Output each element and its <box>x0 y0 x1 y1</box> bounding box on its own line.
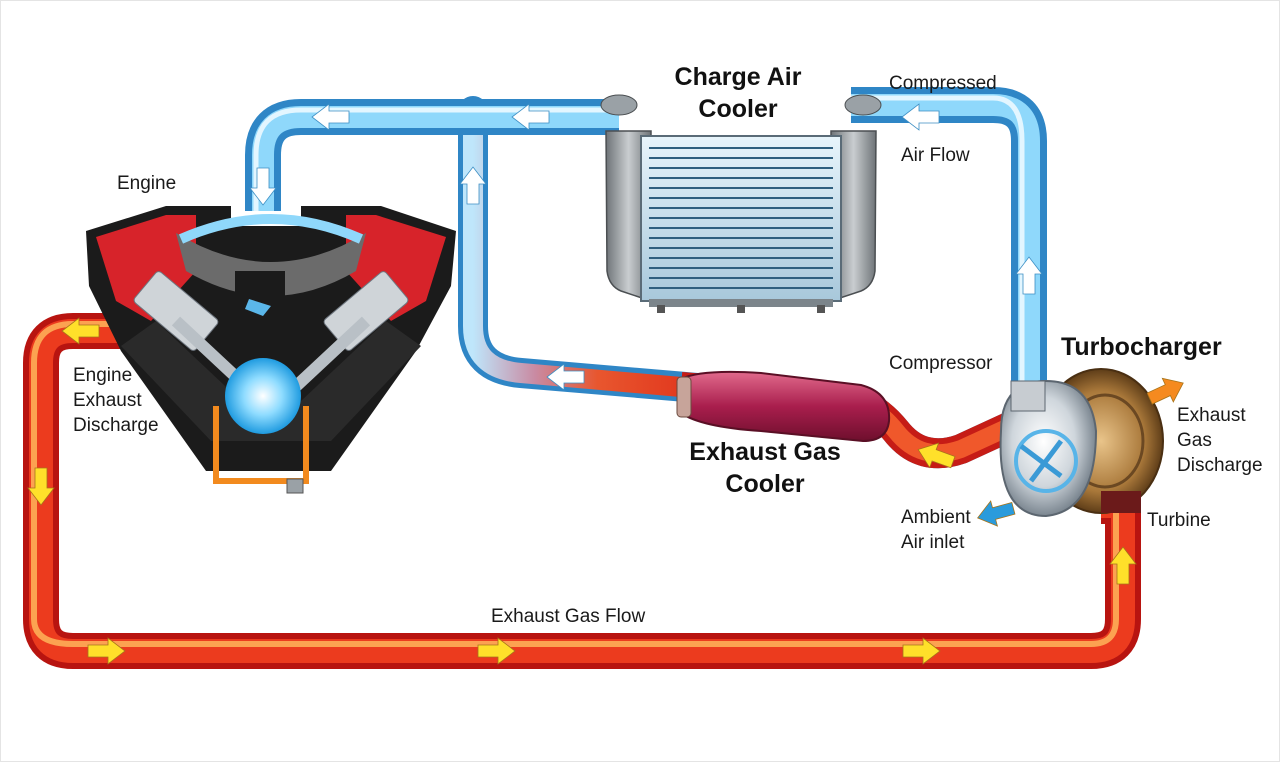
exhaust-gas-cooler-label: Exhaust Gas Cooler <box>689 438 841 498</box>
exhaust-gas-cooler-icon <box>676 370 891 443</box>
charge-air-cooler-label: Charge Air Cooler <box>674 63 802 123</box>
charge-air-cooler-icon <box>600 94 882 313</box>
air-arrow-intake-1 <box>511 103 550 131</box>
engine-label: Engine <box>117 173 177 194</box>
air-arrow-engine-in <box>249 167 277 206</box>
air-arrow-egr-return <box>546 363 585 391</box>
exhaust-arrow-egr <box>917 442 956 469</box>
air-arrow-egr-riser <box>459 166 487 205</box>
exhaust-arrow-2 <box>477 637 516 665</box>
air-arrow-intake-2 <box>311 103 350 131</box>
exhaust-arrow-3 <box>902 637 941 665</box>
exhaust-gas-discharge-label: Exhaust Gas Discharge <box>1177 405 1263 476</box>
discharge-arrow <box>1146 377 1184 405</box>
ambient-inlet-arrow <box>977 500 1016 527</box>
flow-arrow-icon <box>27 103 1184 665</box>
cooler-fins <box>649 147 833 289</box>
exhaust-gas-flow-label: Exhaust Gas Flow <box>491 606 646 627</box>
compressor-label: Compressor <box>889 353 993 374</box>
exhaust-arrow-discharge <box>61 317 100 345</box>
piston-right <box>286 271 409 396</box>
compressed-label: Compressed <box>889 73 997 94</box>
exhaust-arrow-down <box>27 467 55 506</box>
turbocharger-icon <box>999 368 1164 518</box>
turbine-label: Turbine <box>1147 510 1211 531</box>
exhaust-pipe <box>23 313 1141 669</box>
exhaust-arrow-1 <box>87 637 126 665</box>
charge-air-pipe <box>245 87 1047 401</box>
v-engine-icon <box>86 206 456 494</box>
air-arrow-compressed <box>901 103 940 131</box>
ambient-air-inlet-label: Ambient Air inlet <box>901 507 971 553</box>
turbocharger-label: Turbocharger <box>1061 333 1222 361</box>
exhaust-arrow-up <box>1109 546 1137 585</box>
air-flow-label: Air Flow <box>901 145 970 166</box>
engine-exhaust-discharge-label: Engine Exhaust Discharge <box>73 365 159 436</box>
air-arrow-riser <box>1015 256 1043 295</box>
